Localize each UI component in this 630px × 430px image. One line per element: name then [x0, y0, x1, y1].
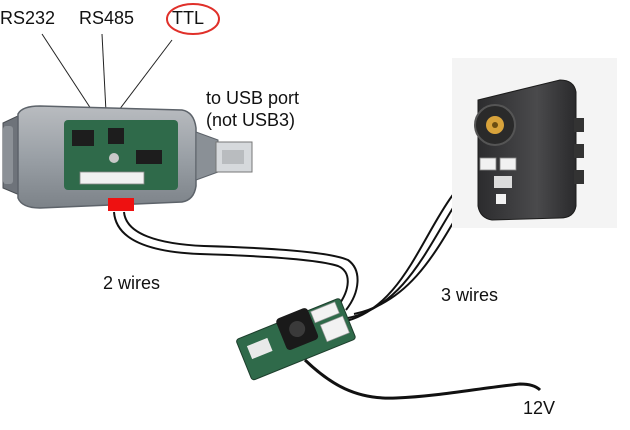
power-12v-label: 12V — [523, 398, 556, 418]
two-wire-cable — [113, 211, 359, 311]
rs232-label: RS232 — [0, 8, 56, 28]
ttl-connector-marker — [108, 198, 134, 211]
ttl-highlight-ring — [166, 3, 220, 35]
ttl-label: TTL — [172, 8, 205, 28]
usb-serial-adapter-icon — [2, 105, 253, 209]
power-cable — [303, 358, 542, 400]
usb-port-label-line2: (not USB3) — [206, 110, 296, 130]
three-wires-label: 3 wires — [441, 285, 499, 305]
rs485-label: RS485 — [79, 8, 135, 28]
two-wires-label: 2 wires — [103, 273, 161, 293]
label-pointer-lines — [41, 33, 173, 113]
power-hub-board-icon — [236, 298, 356, 381]
servo-motor-icon — [452, 58, 617, 228]
usb-port-label-line1: to USB port — [206, 88, 300, 108]
